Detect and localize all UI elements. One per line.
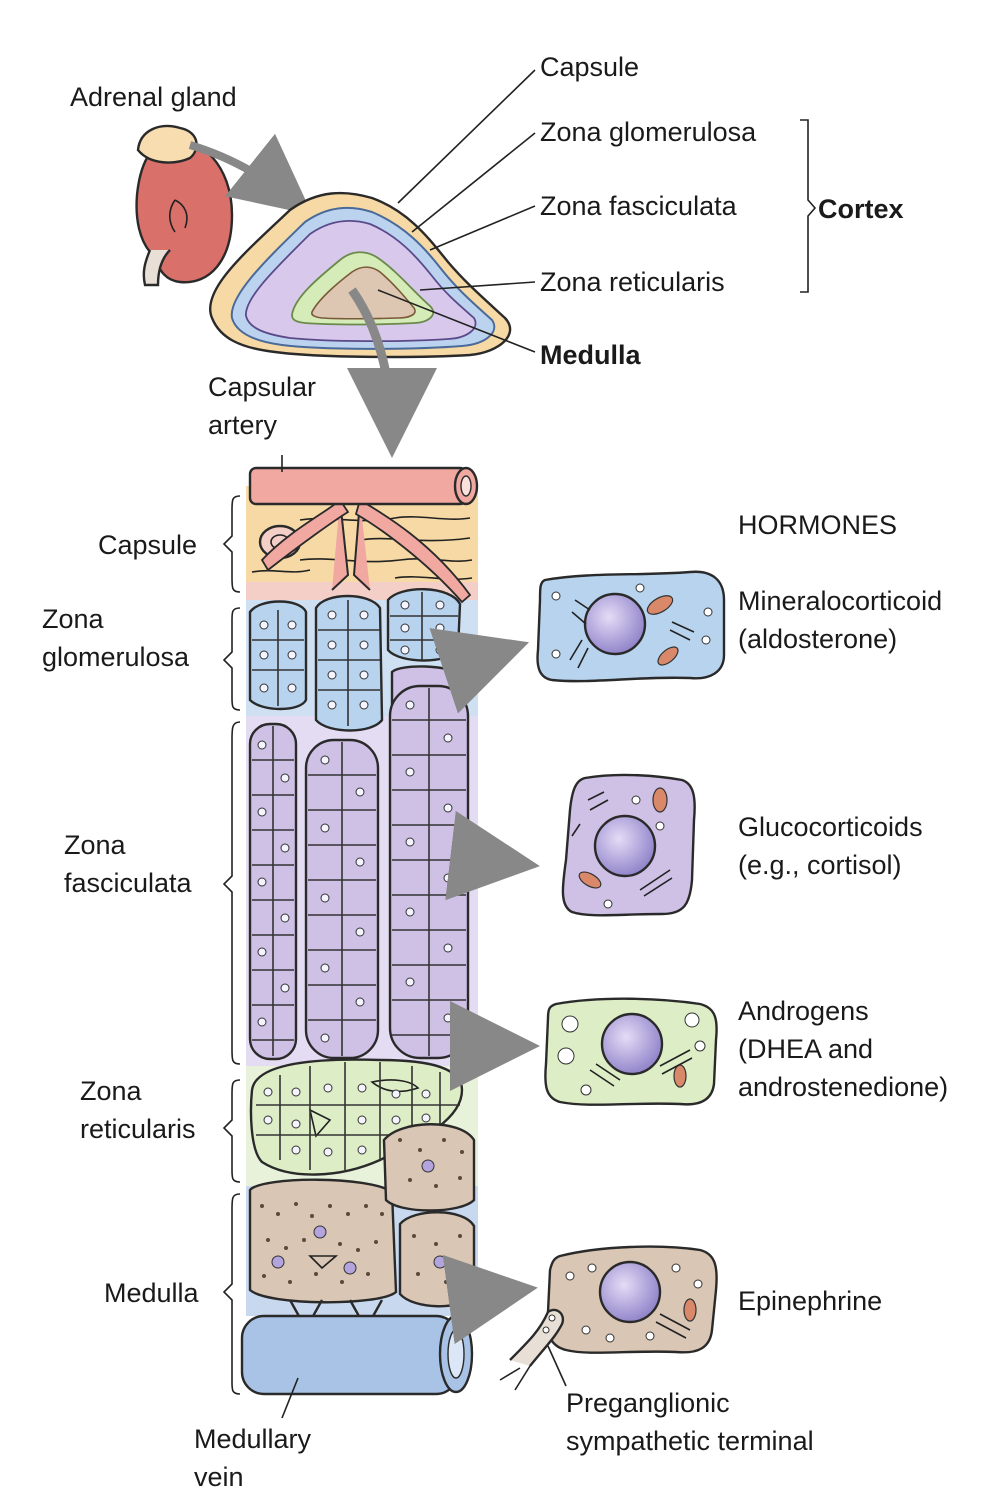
reticularis-cell	[545, 999, 716, 1105]
label-capsule: Capsule	[540, 52, 639, 82]
label-mineralocorticoid-line2: (aldosterone)	[738, 624, 897, 654]
label-capsular-artery-line1: Capsular	[208, 372, 316, 402]
glomerulosa-cell	[538, 572, 724, 681]
fasciculata-cords	[250, 686, 468, 1059]
label-hormones-heading: HORMONES	[738, 510, 897, 540]
label-fasciculata-line2: fasciculata	[64, 868, 193, 898]
label-androgens-line2: (DHEA and	[738, 1034, 873, 1064]
label-epinephrine: Epinephrine	[738, 1286, 882, 1316]
label-cortex: Cortex	[818, 194, 904, 224]
label-glucocorticoids-line1: Glucocorticoids	[738, 812, 923, 842]
label-mineralocorticoid-line1: Mineralocorticoid	[738, 586, 942, 616]
label-glomerulosa-line1: Zona	[42, 604, 105, 634]
preganglionic-terminal	[500, 1310, 566, 1390]
kidney-illustration	[137, 126, 232, 285]
label-capsular-artery-line2: artery	[208, 410, 278, 440]
label-androgens-line3: androstenedione)	[738, 1072, 948, 1102]
adrenal-cross-section	[210, 193, 510, 357]
label-glucocorticoids-line2: (e.g., cortisol)	[738, 850, 902, 880]
tissue-column: Capsular artery Capsule Zona glomerulosa…	[42, 372, 478, 1492]
label-glomerulosa-line2: glomerulosa	[42, 642, 190, 672]
label-reticularis-line2: reticularis	[80, 1114, 196, 1144]
label-medullary-vein-line2: vein	[194, 1462, 244, 1492]
label-medulla-zone: Medulla	[104, 1278, 200, 1308]
label-fasciculata-line1: Zona	[64, 830, 127, 860]
label-capsule-zone: Capsule	[98, 530, 197, 560]
label-medulla: Medulla	[540, 340, 641, 370]
capsular-artery	[250, 468, 477, 504]
label-preganglionic-line2: sympathetic terminal	[566, 1426, 814, 1456]
chromaffin-cell	[500, 1247, 717, 1390]
label-medullary-vein-line1: Medullary	[194, 1424, 312, 1454]
label-zona-fasciculata: Zona fasciculata	[540, 191, 738, 221]
label-zona-reticularis: Zona reticularis	[540, 267, 725, 297]
label-reticularis-line1: Zona	[80, 1076, 143, 1106]
fasciculata-cell	[563, 775, 695, 915]
label-androgens-line1: Androgens	[738, 996, 869, 1026]
label-preganglionic-line1: Preganglionic	[566, 1388, 730, 1418]
label-adrenal-gland: Adrenal gland	[70, 82, 237, 112]
label-zona-glomerulosa: Zona glomerulosa	[540, 117, 757, 147]
